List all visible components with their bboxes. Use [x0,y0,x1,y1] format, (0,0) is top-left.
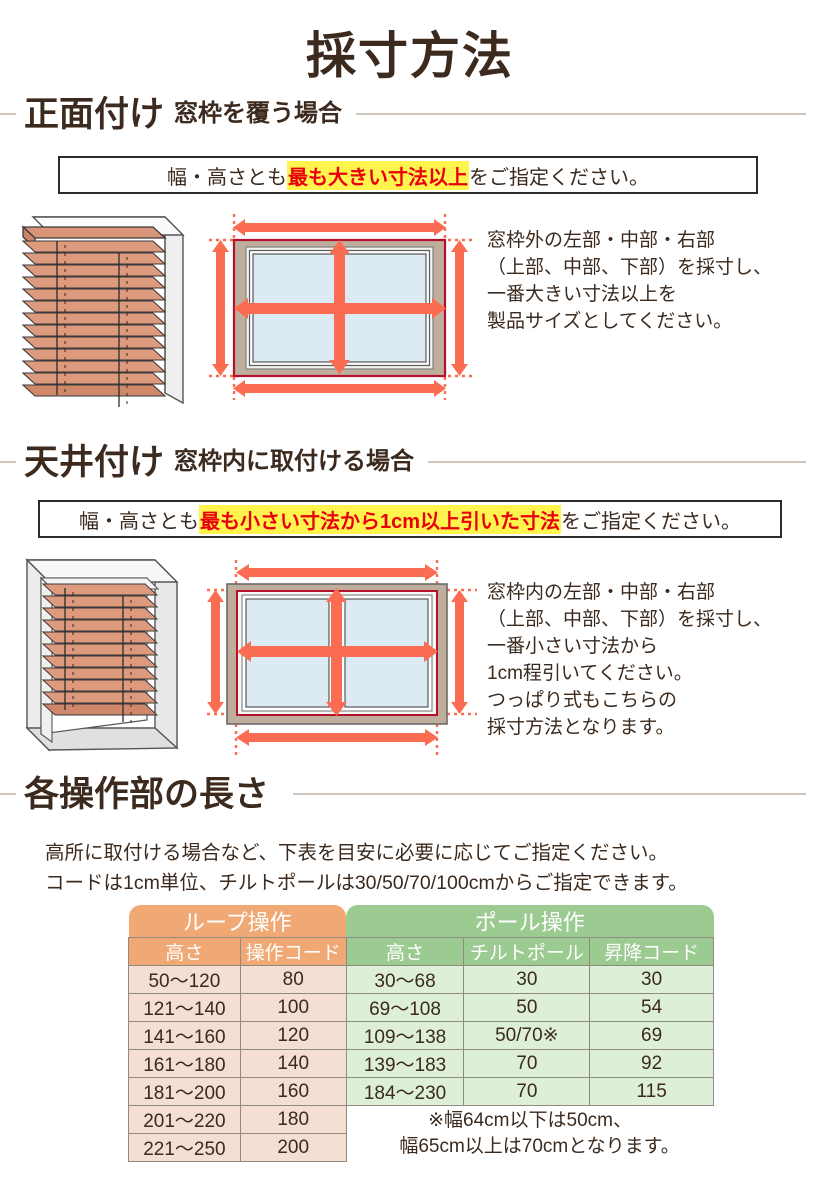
notice-highlight-2: 最も小さい寸法から1cm以上引いた寸法 [198,504,562,534]
section-heading-operation-length: 各操作部の長さ [0,772,820,816]
cell-pole-height: 109〜138 [345,1021,465,1050]
notice-text-after: をご指定ください。 [469,166,649,189]
cell-lift-cord: 115 [589,1077,714,1106]
table-group-header-row: ループ操作 ポール操作 [128,905,714,938]
cell-loop-cord: 100 [239,993,347,1022]
page-title: 採寸方法 [306,28,514,84]
cell-tilt-pole: 50/70※ [463,1021,591,1050]
operation-length-lead-text: 高所に取付ける場合など、下表を目安に必要に応じてご指定ください。 コードは1cm… [45,842,688,895]
notice-text-after-2: をご指定ください。 [561,510,742,533]
description-front-mount: 窓枠外の左部・中部・右部 （上部、中部、下部）を採寸し、 一番大きい寸法以上を … [487,230,773,332]
cell-lift-cord: 92 [589,1049,714,1078]
notice-highlight: 最も大きい寸法以上 [287,160,469,190]
cell-tilt-pole: 50 [463,993,591,1022]
heading-rule-right-3 [293,793,806,795]
section-heading-front-mount: 正面付け 窓枠を覆う場合 [0,92,820,136]
col-header-tilt-pole: チルトポール [463,937,591,966]
table-column-header-row: 高さ 操作コード 高さ チルトポール 昇降コード [128,937,714,966]
cell-pole-height: 69〜108 [345,993,465,1022]
group-header-loop: ループ操作 [128,905,347,938]
col-header-pole-height: 高さ [345,937,465,966]
operation-length-table: ループ操作 ポール操作 高さ 操作コード 高さ チルトポール 昇降コード 50〜… [128,905,714,1162]
table-row: 50〜120 80 30〜68 30 30 [128,965,714,994]
cell-tilt-pole: 30 [463,965,591,994]
description-inside-mount: 窓枠内の左部・中部・右部 （上部、中部、下部）を採寸し、 一番小さい寸法から 1… [487,582,773,738]
table-row: 121〜140 100 69〜108 50 54 [128,993,714,1022]
cell-loop-cord: 160 [239,1077,347,1106]
col-header-loop-cord: 操作コード [239,937,347,966]
cell-loop-height: 181〜200 [128,1077,241,1106]
cell-loop-height: 201〜220 [128,1105,241,1134]
window-diagram-outside-mount [205,198,480,413]
section-heading-inside-mount: 天井付け 窓枠内に取付ける場合 [0,440,820,484]
section-subtitle-inside-mount: 窓枠内に取付ける場合 [174,448,415,475]
table-row: 141〜160 120 109〜138 50/70※ 69 [128,1021,714,1050]
cell-pole-height: 30〜68 [345,965,465,994]
heading-rule-left-2 [0,461,16,463]
cell-lift-cord: 69 [589,1021,714,1050]
section-title-inside-mount: 天井付け [24,442,165,482]
table-footnote: ※幅64cm以下は50cm、 幅65cm以上は70cmとなります。 [346,1105,714,1162]
cell-loop-cord: 80 [239,965,347,994]
table-row: 181〜200 160 184〜230 70 115 [128,1077,714,1106]
section-title-front-mount: 正面付け [24,94,165,134]
cell-loop-height: 121〜140 [128,993,241,1022]
cell-loop-height: 50〜120 [128,965,241,994]
cell-tilt-pole: 70 [463,1077,591,1106]
cell-loop-height: 221〜250 [128,1133,241,1162]
cell-loop-cord: 120 [239,1021,347,1050]
cell-loop-cord: 140 [239,1049,347,1078]
heading-rule-left-3 [0,793,16,795]
table-row: 221〜250 200 [128,1133,714,1162]
cell-loop-height: 141〜160 [128,1021,241,1050]
cell-lift-cord: 54 [589,993,714,1022]
cell-loop-height: 161〜180 [128,1049,241,1078]
table-row: 201〜220 180 ※幅64cm以下は50cm、 幅65cm以上は70cmと… [128,1105,714,1162]
window-diagram-inside-mount [205,552,480,767]
blind-illustration-inside-mount [5,552,195,767]
section-title-operation-length: 各操作部の長さ [24,774,270,814]
table-row: 161〜180 140 139〜183 70 92 [128,1049,714,1078]
cell-pole-height: 139〜183 [345,1049,465,1078]
cell-pole-height: 184〜230 [345,1077,465,1106]
operation-length-table-wrapper: ループ操作 ポール操作 高さ 操作コード 高さ チルトポール 昇降コード 50〜… [128,905,714,1162]
cell-loop-cord: 180 [239,1105,347,1134]
section-subtitle-front-mount: 窓枠を覆う場合 [174,100,343,127]
col-header-lift-cord: 昇降コード [589,937,714,966]
notice-box-inside-mount: 幅・高さとも最も小さい寸法から1cm以上引いた寸法をご指定ください。 [38,500,782,538]
group-header-pole: ポール操作 [346,905,714,938]
heading-rule-left [0,113,16,115]
notice-text-before: 幅・高さとも [167,166,287,189]
cell-lift-cord: 30 [589,965,714,994]
col-header-loop-height: 高さ [128,937,241,966]
cell-loop-cord: 200 [239,1133,347,1162]
notice-text-before-2: 幅・高さとも [78,510,199,533]
heading-rule-right-2 [428,461,806,463]
heading-rule-right [356,113,806,115]
blind-illustration-outside-mount [5,205,195,410]
cell-tilt-pole: 70 [463,1049,591,1078]
notice-box-front-mount: 幅・高さとも最も大きい寸法以上をご指定ください。 [58,156,758,194]
